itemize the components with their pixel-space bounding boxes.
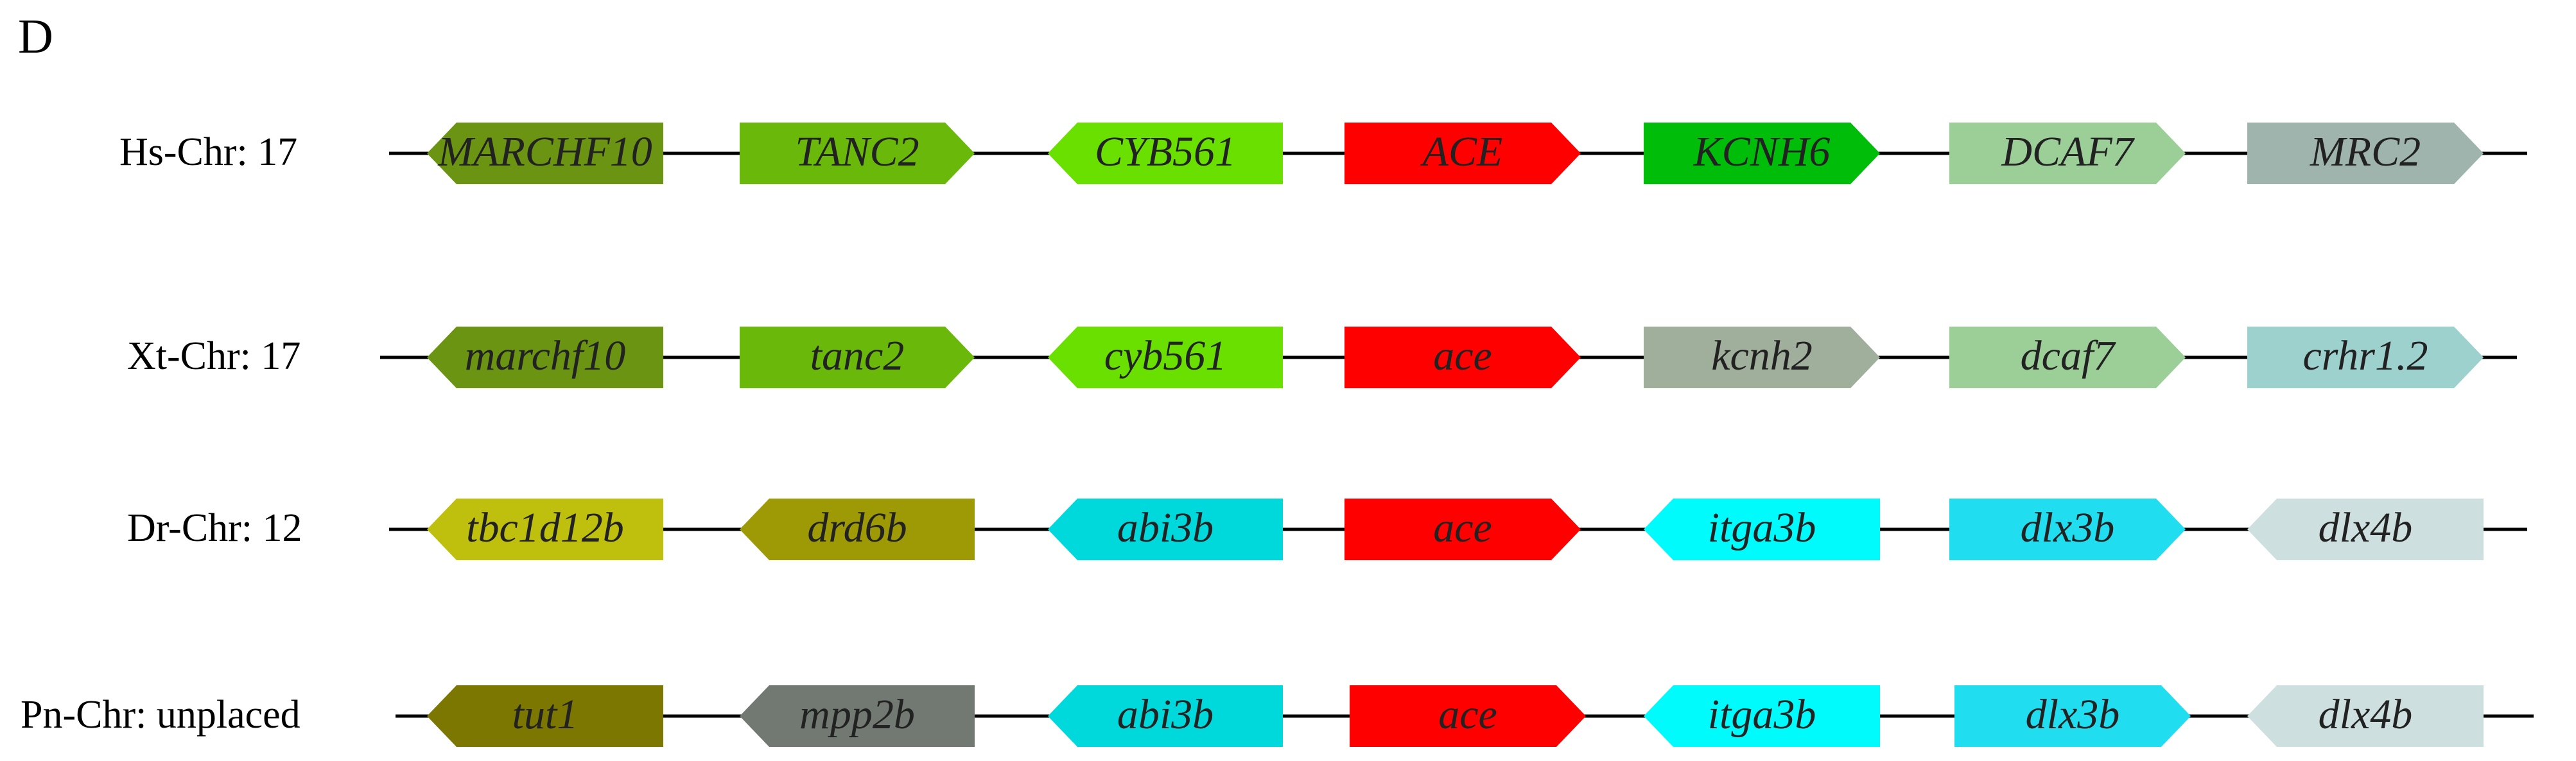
- gene-label: KCNH6: [1693, 128, 1831, 175]
- track-label: Pn-Chr: unplaced: [21, 693, 300, 737]
- gene-arrow: [1644, 685, 1880, 747]
- gene-label: itga3b: [1708, 504, 1816, 551]
- track-1: Xt-Chr: 17 marchf10 tanc2 cyb561 ace kcnh2 dca…: [127, 327, 2517, 388]
- gene-abi3b: abi3b: [1048, 499, 1283, 560]
- gene-crhr1.2: crhr1.2: [2247, 327, 2484, 388]
- gene-arrow: [1644, 123, 1880, 184]
- gene-arrow: [1345, 499, 1581, 560]
- gene-label: abi3b: [1117, 691, 1214, 738]
- gene-label: dlx3b: [2021, 504, 2115, 551]
- gene-label: MARCHF10: [437, 128, 652, 175]
- gene-dlx4b: dlx4b: [2247, 685, 2484, 747]
- gene-arrow: [2247, 499, 2484, 560]
- gene-arrow: [427, 499, 663, 560]
- gene-arrow: [427, 123, 663, 184]
- gene-label: drd6b: [807, 504, 907, 551]
- gene-arrow: [1954, 685, 2191, 747]
- panel-letter: D: [18, 10, 53, 64]
- gene-label: tut1: [512, 691, 579, 738]
- gene-arrow: [1644, 499, 1880, 560]
- gene-label: itga3b: [1708, 691, 1816, 738]
- gene-arrow: [2247, 685, 2484, 747]
- gene-label: marchf10: [465, 332, 626, 379]
- track-label: Dr-Chr: 12: [127, 506, 302, 550]
- gene-abi3b: abi3b: [1048, 685, 1283, 747]
- gene-arrow: [2247, 123, 2484, 184]
- gene-tbc1d12b: tbc1d12b: [427, 499, 663, 560]
- gene-label: dlx3b: [2026, 691, 2120, 738]
- gene-KCNH6: KCNH6: [1644, 123, 1880, 184]
- gene-mpp2b: mpp2b: [740, 685, 975, 747]
- gene-label: dlx4b: [2319, 504, 2413, 551]
- gene-arrow: [740, 123, 975, 184]
- gene-itga3b: itga3b: [1644, 499, 1880, 560]
- gene-arrow: [1949, 499, 2186, 560]
- gene-label: crhr1.2: [2303, 332, 2428, 379]
- gene-arrow: [1345, 123, 1581, 184]
- gene-tut1: tut1: [427, 685, 663, 747]
- gene-ACE: ACE: [1345, 123, 1581, 184]
- gene-arrow: [740, 685, 975, 747]
- gene-dlx4b: dlx4b: [2247, 499, 2484, 560]
- gene-arrow: [740, 499, 975, 560]
- gene-dcaf7: dcaf7: [1949, 327, 2186, 388]
- gene-label: CYB561: [1095, 128, 1236, 175]
- gene-arrow: [1345, 327, 1581, 388]
- track-0: Hs-Chr: 17 MARCHF10 TANC2 CYB561 ACE KCNH6 DCA…: [119, 123, 2527, 184]
- gene-arrow: [1048, 499, 1283, 560]
- gene-label: tbc1d12b: [466, 504, 624, 551]
- gene-arrow: [2247, 327, 2484, 388]
- track-3: Pn-Chr: unplaced tut1 mpp2b abi3b ace itga3b d…: [21, 685, 2534, 747]
- gene-arrow: [1350, 685, 1586, 747]
- gene-arrow: [1949, 327, 2186, 388]
- gene-ace: ace: [1350, 685, 1586, 747]
- gene-label: TANC2: [795, 128, 919, 175]
- gene-arrow: [740, 327, 975, 388]
- gene-arrow: [427, 685, 663, 747]
- gene-kcnh2: kcnh2: [1644, 327, 1880, 388]
- gene-marchf10: marchf10: [427, 327, 663, 388]
- tracks-layer: Hs-Chr: 17 MARCHF10 TANC2 CYB561 ACE KCNH6 DCA…: [21, 123, 2534, 747]
- track-label: Xt-Chr: 17: [127, 334, 300, 378]
- gene-CYB561: CYB561: [1048, 123, 1283, 184]
- gene-dlx3b: dlx3b: [1949, 499, 2186, 560]
- gene-ace: ace: [1345, 499, 1581, 560]
- gene-dlx3b: dlx3b: [1954, 685, 2191, 747]
- gene-DCAF7: DCAF7: [1949, 123, 2186, 184]
- track-2: Dr-Chr: 12 tbc1d12b drd6b abi3b ace itga3b dlx…: [127, 499, 2527, 560]
- gene-label: cyb561: [1104, 332, 1227, 379]
- gene-arrow: [1048, 685, 1283, 747]
- gene-arrow: [427, 327, 663, 388]
- gene-label: ACE: [1420, 128, 1503, 175]
- gene-label: DCAF7: [2001, 128, 2135, 175]
- gene-tanc2: tanc2: [740, 327, 975, 388]
- gene-MARCHF10: MARCHF10: [427, 123, 663, 184]
- gene-label: tanc2: [810, 332, 905, 379]
- gene-itga3b: itga3b: [1644, 685, 1880, 747]
- gene-TANC2: TANC2: [740, 123, 975, 184]
- gene-MRC2: MRC2: [2247, 123, 2484, 184]
- gene-arrow: [1048, 123, 1283, 184]
- gene-label: mpp2b: [799, 691, 915, 738]
- gene-cyb561: cyb561: [1048, 327, 1283, 388]
- gene-label: abi3b: [1117, 504, 1214, 551]
- gene-label: ace: [1433, 332, 1492, 379]
- gene-label: dlx4b: [2319, 691, 2413, 738]
- gene-ace: ace: [1345, 327, 1581, 388]
- gene-label: MRC2: [2310, 128, 2421, 175]
- gene-arrow: [1949, 123, 2186, 184]
- gene-arrow: [1644, 327, 1880, 388]
- gene-drd6b: drd6b: [740, 499, 975, 560]
- gene-arrow: [1048, 327, 1283, 388]
- gene-label: ace: [1433, 504, 1492, 551]
- track-label: Hs-Chr: 17: [119, 130, 297, 174]
- gene-label: kcnh2: [1711, 332, 1813, 379]
- gene-label: dcaf7: [2021, 332, 2117, 379]
- gene-label: ace: [1438, 691, 1497, 738]
